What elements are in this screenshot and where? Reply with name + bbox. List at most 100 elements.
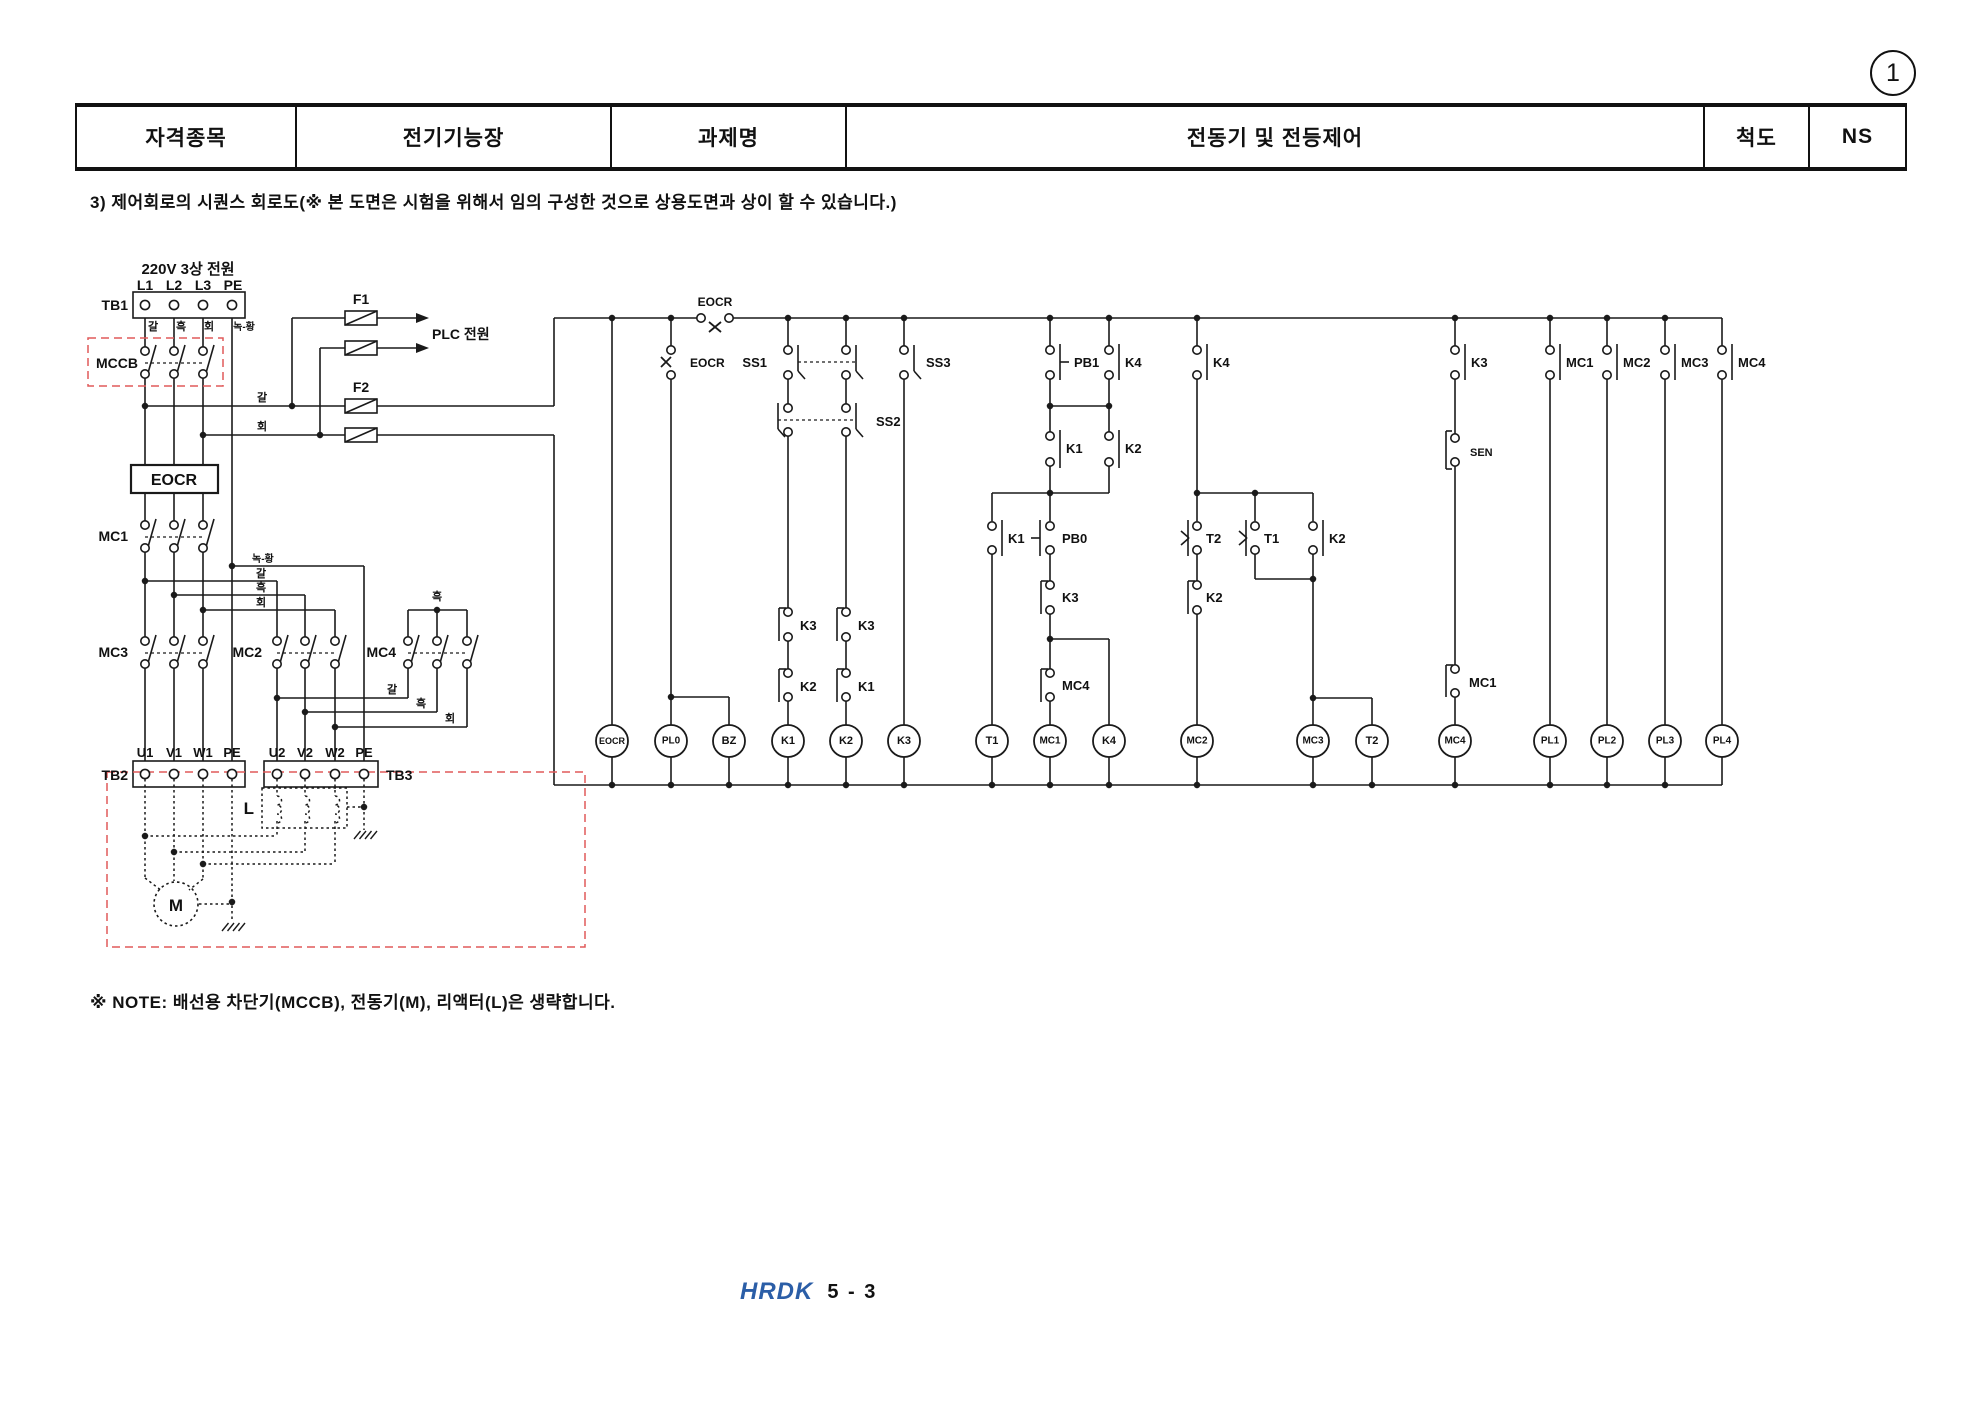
label-K3: K3 — [858, 618, 875, 633]
note-text: ※ NOTE: 배선용 차단기(MCCB), 전동기(M), 리액터(L)은 생… — [90, 993, 616, 1012]
label-K2: K2 — [1125, 441, 1142, 456]
circuit-wires — [144, 310, 1723, 786]
label-녹-황: 녹-황 — [252, 552, 275, 565]
dotted-motor-wiring — [144, 779, 378, 932]
label-PB1: PB1 — [1074, 355, 1099, 370]
label-SS3: SS3 — [926, 355, 951, 370]
coil-MC1: MC1 — [1033, 724, 1067, 758]
coil-label-MC1: MC1 — [1039, 736, 1061, 747]
label-U1: U1 — [137, 745, 154, 760]
label-EOCR: EOCR — [690, 356, 725, 370]
label-K1: K1 — [1008, 531, 1025, 546]
label-L1: L1 — [137, 277, 154, 293]
coil-MC4: MC4 — [1438, 724, 1472, 758]
diagram-subtitle: 3) 제어회로의 시퀀스 회로도(※ 본 도면은 시험을 위해서 임의 구성한 … — [90, 193, 897, 212]
label-MC1: MC1 — [1469, 675, 1496, 690]
coil-label-K2: K2 — [839, 735, 853, 747]
label-EOCR: EOCR — [151, 472, 198, 489]
label-TB2: TB2 — [102, 767, 129, 783]
coil-label-PL4: PL4 — [1713, 736, 1732, 747]
label-PE: PE — [355, 745, 373, 760]
label-녹-황: 녹-황 — [233, 320, 256, 333]
label-MCCB: MCCB — [96, 355, 138, 371]
label-K3: K3 — [1062, 590, 1079, 605]
label-회: 회 — [204, 319, 214, 333]
label-K1: K1 — [1066, 441, 1083, 456]
header-cell-scale-label: 척도 — [1705, 107, 1810, 167]
page-number: 1 — [1886, 58, 1900, 87]
coil-BZ: BZ — [712, 724, 746, 758]
label-PLC-전원: PLC 전원 — [432, 326, 490, 342]
label-U2: U2 — [269, 745, 286, 760]
coil-K4: K4 — [1092, 724, 1126, 758]
label-MC4: MC4 — [1062, 678, 1090, 693]
label-SEN: SEN — [1470, 447, 1493, 459]
coil-label-EOCR: EOCR — [599, 736, 626, 746]
footer: HRDK 5 - 3 — [740, 1278, 877, 1306]
label-W2: W2 — [325, 745, 345, 760]
label-K3: K3 — [800, 618, 817, 633]
coil-label-T1: T1 — [986, 735, 999, 747]
label-K2: K2 — [1206, 590, 1223, 605]
label-MC3: MC3 — [98, 644, 128, 660]
label-회: 회 — [257, 419, 267, 433]
coil-PL0: PL0 — [654, 724, 688, 758]
label-K4: K4 — [1125, 355, 1142, 370]
label-TB1: TB1 — [102, 297, 129, 313]
label-MC4: MC4 — [1738, 355, 1766, 370]
label-갈: 갈 — [256, 566, 266, 580]
coil-label-PL3: PL3 — [1656, 736, 1675, 747]
coil-PL4: PL4 — [1705, 724, 1739, 758]
label-F2: F2 — [353, 379, 370, 395]
label-MC3: MC3 — [1681, 355, 1708, 370]
coil-K3: K3 — [887, 724, 921, 758]
label-PE: PE — [224, 277, 243, 293]
coil-label-K1: K1 — [781, 735, 795, 747]
footer-page-number: 5 - 3 — [827, 1280, 878, 1303]
label-K2: K2 — [800, 679, 817, 694]
coil-PL1: PL1 — [1533, 724, 1567, 758]
label-MC2: MC2 — [1623, 355, 1650, 370]
hrdk-logo: HRDK — [740, 1278, 814, 1305]
label-흑: 흑 — [176, 319, 186, 333]
plc-arrows — [416, 313, 429, 353]
label-EOCR: EOCR — [698, 295, 733, 309]
label-갈: 갈 — [387, 682, 397, 696]
junction-dots — [141, 314, 1669, 906]
label-회: 회 — [445, 711, 455, 725]
label-T1: T1 — [1264, 531, 1279, 546]
label-SS1: SS1 — [742, 355, 767, 370]
coil-T1: T1 — [975, 724, 1009, 758]
label-T2: T2 — [1206, 531, 1221, 546]
coil-label-MC2: MC2 — [1186, 736, 1208, 747]
label-MC1: MC1 — [1566, 355, 1593, 370]
label-L2: L2 — [166, 277, 183, 293]
fuses — [344, 310, 378, 443]
coil-label-K3: K3 — [897, 735, 911, 747]
label-갈: 갈 — [148, 319, 158, 333]
label-흑: 흑 — [432, 589, 442, 603]
label-F1: F1 — [353, 291, 370, 307]
label-MC4: MC4 — [366, 644, 396, 660]
header-cell-task-value: 전동기 및 전등제어 — [847, 107, 1705, 167]
label-K3: K3 — [1471, 355, 1488, 370]
label-M: M — [169, 896, 183, 915]
coil-label-PL1: PL1 — [1541, 736, 1560, 747]
mechanical-links — [145, 361, 856, 654]
label-SS2: SS2 — [876, 414, 901, 429]
coil-K2: K2 — [829, 724, 863, 758]
coil-label-K4: K4 — [1102, 735, 1117, 747]
coil-PL3: PL3 — [1648, 724, 1682, 758]
label-회: 회 — [256, 595, 266, 609]
coil-label-T2: T2 — [1366, 735, 1379, 747]
header-cell-category-label: 자격종목 — [77, 107, 297, 167]
coil-label-MC3: MC3 — [1302, 736, 1324, 747]
page-number-badge: 1 — [1870, 50, 1916, 96]
label-V2: V2 — [297, 745, 313, 760]
label-MC1: MC1 — [98, 528, 128, 544]
label-V1: V1 — [166, 745, 182, 760]
